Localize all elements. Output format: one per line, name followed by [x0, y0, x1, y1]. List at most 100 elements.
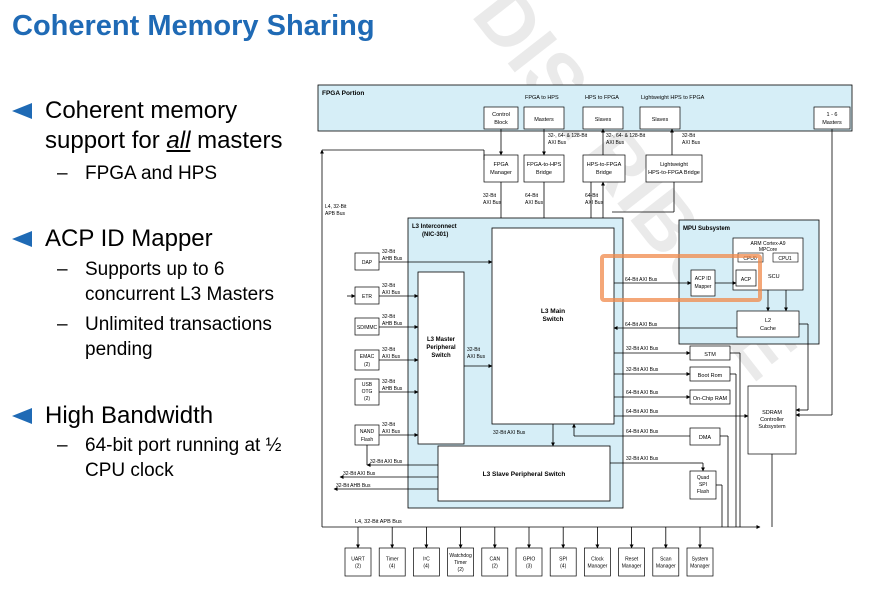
svg-text:AXI Bus: AXI Bus: [467, 354, 486, 360]
svg-text:1 - 6: 1 - 6: [826, 112, 837, 118]
svg-text:64-Bit AXI Bus: 64-Bit AXI Bus: [626, 409, 659, 415]
acp-id-mapper: ACP ID Mapper: [690, 269, 716, 297]
svg-text:L3 Interconnect: L3 Interconnect: [412, 224, 457, 230]
usb-otg-block: USB OTG (2): [354, 378, 380, 406]
peripheral-label: I²C: [423, 557, 430, 563]
dap-block: DAP: [354, 252, 380, 271]
emac-block: EMAC (2): [354, 349, 380, 371]
svg-text:AXI Bus: AXI Bus: [525, 200, 544, 206]
arm-cortex-a9: ARM Cortex-A9 MPCore CPU0 CPU1 SCU: [732, 237, 804, 291]
svg-text:SDRAM: SDRAM: [762, 410, 782, 416]
svg-text:ACP: ACP: [741, 277, 752, 283]
svg-text:Bridge: Bridge: [536, 170, 552, 176]
svg-text:ETR: ETR: [362, 294, 372, 300]
peripheral-label: (4): [560, 564, 566, 570]
svg-text:AXI Bus: AXI Bus: [682, 140, 701, 146]
svg-text:(2): (2): [364, 396, 370, 402]
svg-text:Switch: Switch: [431, 353, 451, 359]
svg-text:64-Bit AXI Bus: 64-Bit AXI Bus: [626, 390, 659, 396]
l3-slave-peripheral-switch: L3 Slave Peripheral Switch: [437, 445, 611, 502]
svg-text:Peripheral: Peripheral: [426, 345, 456, 351]
svg-text:Masters: Masters: [822, 120, 842, 126]
svg-text:Subsystem: Subsystem: [758, 424, 786, 430]
svg-text:32-, 64- & 128-Bit: 32-, 64- & 128-Bit: [548, 133, 588, 139]
peripheral-i-c: I²C(4): [413, 527, 440, 577]
svg-text:32-Bit AXI Bus: 32-Bit AXI Bus: [370, 459, 403, 465]
svg-text:Bridge: Bridge: [596, 170, 612, 176]
bullet-line: Coherent memory: [45, 97, 238, 124]
svg-text:Switch: Switch: [543, 316, 564, 323]
on-chip-ram-block: On-Chip RAM: [689, 389, 731, 405]
lw-slaves: Slaves: [639, 106, 681, 130]
peripheral-label: Manager: [690, 564, 710, 570]
peripheral-label: Timer: [454, 560, 467, 566]
peripheral-label: (4): [423, 564, 429, 570]
peripheral-label: Watchdog: [449, 553, 472, 559]
lw-bridge: Lightweight HPS-to-FPGA Bridge: [645, 154, 703, 183]
sdram-controller-block: SDRAM Controller Subsystem: [747, 385, 797, 455]
svg-text:AXI Bus: AXI Bus: [382, 354, 401, 360]
svg-text:AXI Bus: AXI Bus: [382, 290, 401, 296]
svg-text:32-Bit: 32-Bit: [382, 379, 396, 385]
svg-text:Quad: Quad: [697, 475, 709, 481]
svg-text:ACP ID: ACP ID: [695, 276, 712, 282]
peripheral-label: Manager: [656, 564, 676, 570]
svg-text:32-Bit AXI Bus: 32-Bit AXI Bus: [493, 430, 526, 436]
peripheral-label: System: [692, 557, 709, 563]
svg-text:AHB Bus: AHB Bus: [382, 256, 403, 262]
svg-text:AXI Bus: AXI Bus: [382, 429, 401, 435]
peripheral-label: Scan: [660, 557, 672, 563]
svg-text:Flash: Flash: [697, 489, 709, 495]
acp-port: ACP: [735, 269, 757, 287]
svg-text:CPU1: CPU1: [778, 256, 792, 262]
svg-text:L4, 32-Bit: L4, 32-Bit: [325, 204, 347, 210]
svg-text:SPI: SPI: [699, 482, 707, 488]
peripheral-label: Clock: [591, 557, 604, 563]
svg-text:Slaves: Slaves: [595, 117, 612, 123]
svg-text:EMAC: EMAC: [360, 354, 375, 360]
svg-text:Slaves: Slaves: [652, 117, 669, 123]
svg-text:32-Bit: 32-Bit: [682, 133, 696, 139]
svg-text:64-Bit AXI Bus: 64-Bit AXI Bus: [625, 277, 658, 283]
sdmmc-block: SD/MMC: [354, 317, 380, 336]
peripheral-spi: SPI(4): [549, 527, 577, 577]
bullet-arrow-icon: [12, 103, 32, 119]
bullet-arrow-icon: [12, 231, 32, 247]
svg-text:MPU Subsystem: MPU Subsystem: [683, 226, 730, 232]
svg-text:32-Bit AXI Bus: 32-Bit AXI Bus: [626, 346, 659, 352]
svg-text:64-Bit AXI Bus: 64-Bit AXI Bus: [626, 429, 659, 435]
svg-text:32-Bit: 32-Bit: [382, 347, 396, 353]
peripheral-uart: UART(2): [344, 527, 372, 577]
peripheral-label: Manager: [622, 564, 642, 570]
control-block: Control Block: [483, 106, 519, 130]
nand-flash-block: NAND Flash: [354, 424, 380, 446]
stm-block: STM: [689, 345, 731, 361]
l3-main-switch: L3 Main Switch: [491, 227, 615, 425]
l2-cache: L2 Cache: [736, 310, 800, 338]
bullet-line: ACP ID Mapper: [45, 225, 213, 252]
svg-text:DAP: DAP: [362, 260, 373, 266]
svg-text:Mapper: Mapper: [695, 284, 712, 290]
peripheral-label: GPIO: [523, 557, 536, 563]
peripheral-gpio: GPIO(3): [515, 527, 543, 577]
bullet-arrow-icon: [12, 408, 32, 424]
svg-text:64-Bit: 64-Bit: [585, 193, 599, 199]
svg-text:FPGA: FPGA: [494, 162, 509, 168]
bullet-line: support for all masters: [45, 127, 283, 154]
acp-highlight: [600, 254, 762, 302]
quad-spi-flash-block: Quad SPI Flash: [689, 470, 717, 500]
fpga-to-hps-bridge: FPGA-to-HPS Bridge: [523, 154, 565, 183]
svg-text:FPGA-to-HPS: FPGA-to-HPS: [527, 162, 562, 168]
svg-text:L4, 32-Bit APB Bus: L4, 32-Bit APB Bus: [355, 519, 402, 525]
peripheral-row: UART(2)Timer(4)I²C(4)WatchdogTimer(2)CAN…: [344, 527, 714, 577]
peripheral-label: SPI: [559, 557, 567, 563]
peripheral-label: Manager: [588, 564, 608, 570]
svg-text:64-Bit: 64-Bit: [525, 193, 539, 199]
boot-rom-block: Boot Rom: [689, 366, 731, 382]
peripheral-label: (4): [389, 564, 395, 570]
bullet-line: High Bandwidth: [45, 402, 214, 429]
